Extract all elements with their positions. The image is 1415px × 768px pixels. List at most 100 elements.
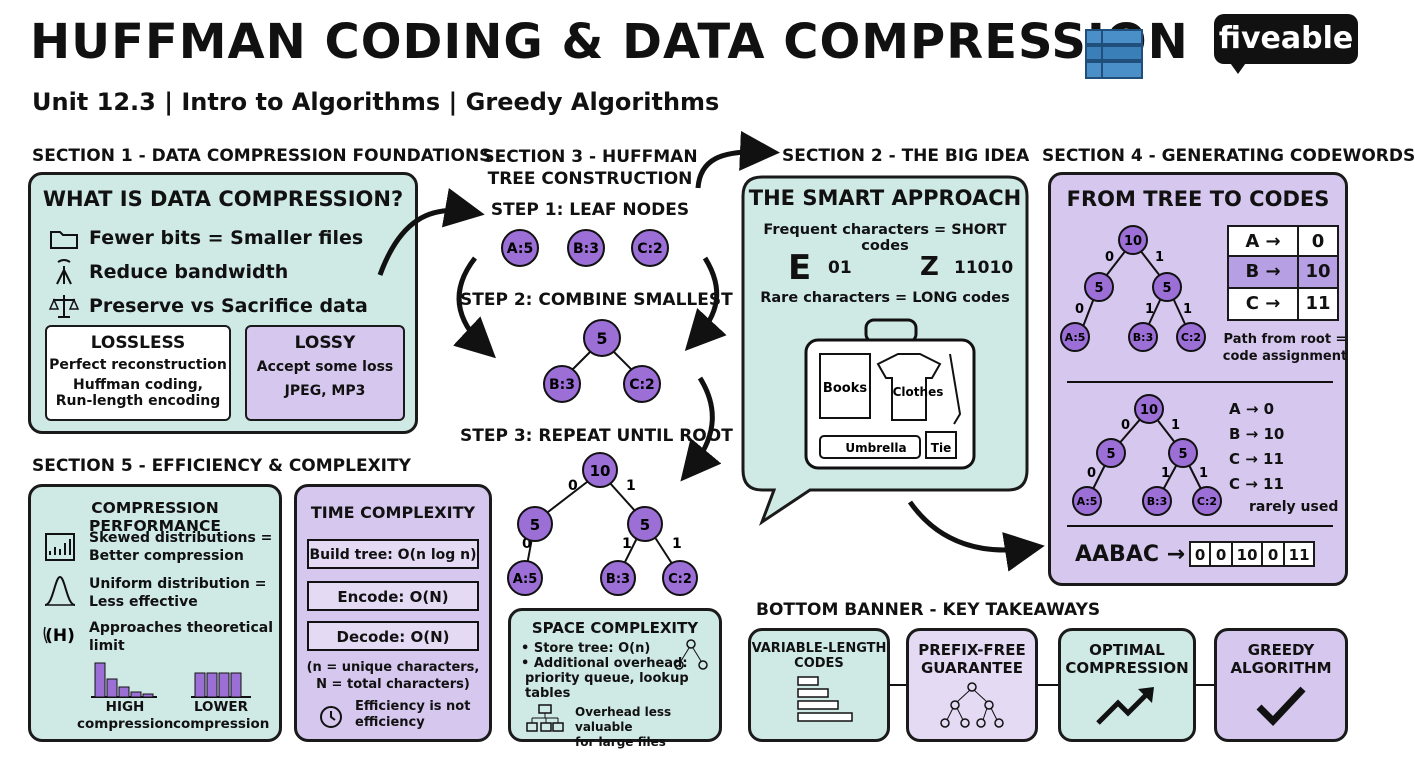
section2-heading: SECTION 2 - THE BIG IDEA [782, 146, 1030, 166]
svg-text:C:2: C:2 [1197, 495, 1217, 508]
code-z: 11010 [954, 258, 1014, 278]
complexity-note: (n = unique characters, N = total charac… [306, 660, 480, 692]
connector-arrows [377, 130, 1045, 572]
flowchart-icon [526, 704, 564, 732]
svg-text:5: 5 [1094, 281, 1103, 296]
svg-text:1: 1 [1183, 302, 1192, 317]
fiveable-logo: fiveable [1214, 14, 1358, 64]
compression-performance-box: COMPRESSION PERFORMANCE Skewed distribut… [28, 484, 282, 742]
step3-left-node: 5 [517, 506, 553, 542]
svg-text:A:5: A:5 [513, 572, 538, 587]
build-tree-complexity: Build tree: O(n log n) [307, 539, 479, 569]
step2-label: STEP 2: COMBINE SMALLEST [460, 290, 733, 310]
svg-text:0: 0 [1075, 302, 1084, 317]
section4-box: FROM TREE TO CODES 0 1 0 1 1 10 5 5 A:5 … [1048, 172, 1348, 586]
suitcase-icon: Books Clothes Umbrella Tie [804, 318, 976, 470]
svg-text:1: 1 [1161, 466, 1170, 481]
perf-item-uniform: Uniform distribution = Less effective [89, 576, 267, 610]
svg-text:10: 10 [1140, 403, 1158, 418]
encoding-example: AABAC → 0 0 10 0 11 [1075, 541, 1316, 567]
svg-text:5: 5 [530, 516, 540, 534]
clock-icon [320, 706, 342, 728]
codeword-tree-2: 0 1 0 1 1 10 5 5 A:5 B:3 C:2 [1072, 394, 1222, 516]
logo-tail [1228, 60, 1248, 74]
leaf-node-b: B:3 [567, 229, 605, 267]
trending-up-icon [1096, 687, 1154, 725]
svg-text:Tie: Tie [931, 441, 951, 455]
skewed-bars [91, 662, 157, 698]
lossless-card: LOSSLESS Perfect reconstruction Huffman … [45, 325, 231, 421]
tree-icon [674, 639, 708, 670]
takeaway-optimal: OPTIMAL COMPRESSION [1058, 628, 1196, 742]
step2-left-node: B:3 [543, 365, 581, 403]
svg-text:1: 1 [672, 536, 682, 552]
step1-leaves: A:5 B:3 C:2 [501, 229, 669, 267]
svg-text:Umbrella: Umbrella [845, 441, 906, 455]
section1-box-title: WHAT IS DATA COMPRESSION? [42, 187, 404, 211]
svg-text:5: 5 [596, 329, 607, 348]
svg-text:B:3: B:3 [573, 241, 599, 257]
code-list: A → 0 B → 10 C → 11 C → 11 [1229, 400, 1285, 493]
svg-text:0: 0 [1087, 466, 1096, 481]
rare-text: Rare characters = LONG codes [760, 290, 1010, 306]
step3-leaf-c: C:2 [662, 560, 698, 596]
rarely-used-note: rarely used [1249, 499, 1339, 515]
variable-bars-icon [797, 676, 853, 722]
svg-text:C:2: C:2 [637, 241, 663, 257]
section4-heading: SECTION 4 - GENERATING CODEWORDS [1042, 146, 1415, 166]
svg-text:1: 1 [626, 478, 636, 494]
overhead-note: Overhead less valuable for large files [575, 705, 672, 749]
svg-text:0: 0 [1121, 418, 1130, 433]
leaf-node-c: C:2 [631, 229, 669, 267]
step2-right-node: C:2 [623, 365, 661, 403]
svg-text:1: 1 [1171, 418, 1180, 433]
step3-right-node: 5 [627, 506, 663, 542]
svg-text:10: 10 [590, 462, 611, 480]
perf-item-skewed: Skewed distributions = Better compressio… [89, 530, 273, 564]
step3-leaf-a: A:5 [507, 560, 543, 596]
section5-heading: SECTION 5 - EFFICIENCY & COMPLEXITY [32, 456, 411, 476]
folder-icon [50, 231, 78, 249]
svg-text:B:3: B:3 [606, 572, 630, 587]
time-complexity-box: TIME COMPLEXITY Build tree: O(n log n) E… [294, 484, 492, 742]
svg-text:5: 5 [640, 516, 650, 534]
svg-text:C:2: C:2 [629, 377, 655, 393]
page-subtitle: Unit 12.3 | Intro to Algorithms | Greedy… [32, 88, 720, 116]
section4-box-title: FROM TREE TO CODES [1066, 187, 1330, 211]
svg-text:B:3: B:3 [549, 377, 575, 393]
scales-icon [48, 295, 80, 318]
step3-root-node: 10 [582, 452, 618, 488]
svg-text:A:5: A:5 [1065, 331, 1086, 344]
svg-text:A:5: A:5 [1077, 495, 1098, 508]
codeword-tree: 0 1 0 1 1 10 5 5 A:5 B:3 C:2 [1060, 225, 1206, 352]
step2-root-node: 5 [583, 319, 621, 357]
space-complexity-box: SPACE COMPLEXITY • Store tree: O(n) • Ad… [508, 608, 722, 749]
svg-text:B:3: B:3 [1133, 331, 1153, 344]
svg-text:C:2: C:2 [668, 572, 692, 587]
step2-tree: 5 B:3 C:2 [543, 319, 661, 403]
svg-text:A:5: A:5 [507, 241, 533, 257]
svg-text:(H): (H) [45, 626, 75, 646]
prefix-tree-icon [940, 682, 1004, 728]
svg-text:1: 1 [1155, 250, 1164, 265]
svg-text:0: 0 [522, 536, 532, 552]
svg-text:1: 1 [1199, 466, 1208, 481]
svg-text:0: 0 [568, 478, 578, 494]
divider-2 [1067, 525, 1333, 527]
step3-label: STEP 3: REPEAT UNTIL ROOT [460, 426, 733, 446]
svg-text:B:3: B:3 [1147, 495, 1167, 508]
svg-text:10: 10 [1124, 234, 1142, 249]
svg-text:1: 1 [1145, 302, 1154, 317]
takeaway-prefix-free: PREFIX-FREE GUARANTEE [906, 628, 1038, 742]
perf-item-limit: Approaches theoretical limit [89, 620, 274, 654]
svg-text:0: 0 [1105, 250, 1114, 265]
box-stack-icon [1085, 29, 1143, 79]
bar-label-high: HIGH compression [77, 699, 174, 732]
item-fewer-bits: Fewer bits = Smaller files [49, 221, 415, 255]
banner-connector [890, 684, 1220, 686]
section1-heading: SECTION 1 - DATA COMPRESSION FOUNDATIONS [32, 146, 492, 166]
chart-icon [45, 533, 75, 561]
code-e: 01 [828, 258, 852, 278]
char-z: Z [920, 252, 939, 282]
banner-heading: BOTTOM BANNER - KEY TAKEAWAYS [756, 600, 1101, 620]
